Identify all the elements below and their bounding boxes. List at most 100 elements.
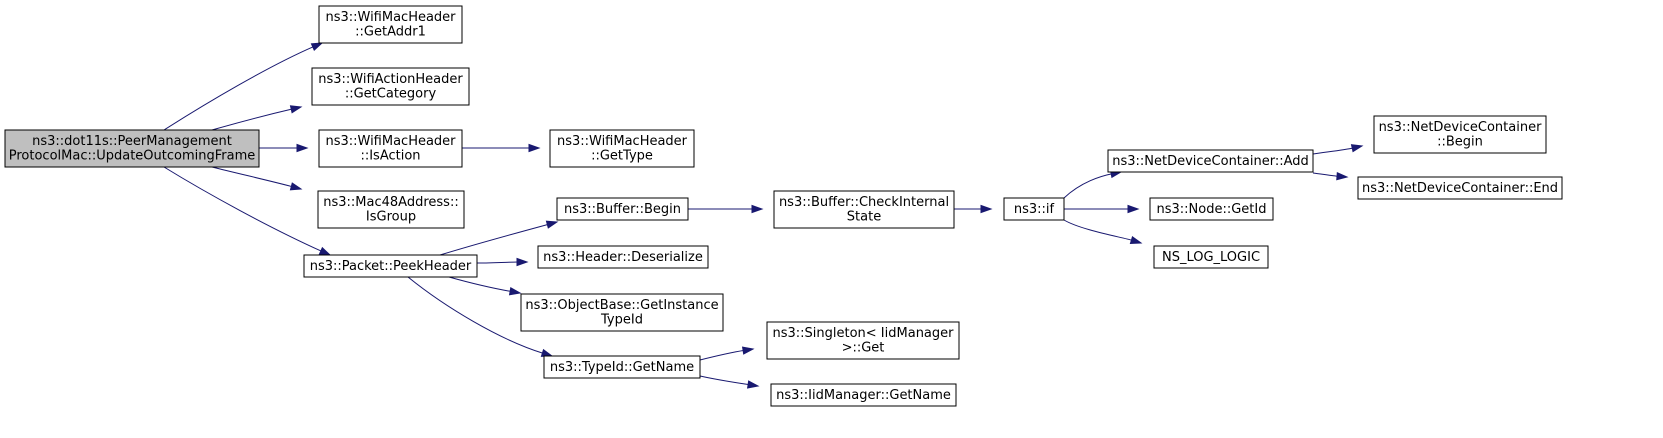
- node-box: [311, 67, 470, 106]
- node-box: [318, 5, 463, 44]
- node-label-line: ::GetAddr1: [355, 25, 426, 40]
- function-node-typeidgetname[interactable]: ns3::TypeId::GetName: [543, 355, 701, 379]
- function-node-nslog[interactable]: NS_LOG_LOGIC: [1153, 245, 1269, 269]
- node-label-line: ::GetType: [591, 149, 653, 164]
- arrowhead: [746, 380, 760, 389]
- node-label-line: ns3::dot11s::PeerManagement: [32, 134, 232, 149]
- arrowhead: [508, 287, 522, 296]
- node-box: [537, 245, 709, 269]
- edge-line: [163, 166, 322, 252]
- node-label-line: ns3::Mac48Address::: [323, 195, 458, 210]
- node-label-line: ns3::NetDeviceContainer::End: [1362, 181, 1558, 196]
- node-label-line: ns3::ObjectBase::GetInstance: [525, 298, 718, 313]
- edges-layer: [163, 42, 1364, 389]
- edge-if-to-nslog: [1063, 219, 1143, 245]
- edge-line: [163, 46, 314, 131]
- arrowhead: [545, 220, 559, 229]
- arrowhead: [1336, 172, 1349, 181]
- edge-line: [448, 276, 512, 292]
- arrowhead: [1129, 235, 1143, 245]
- node-label-line: ProtocolMac::UpdateOutcomingFrame: [9, 149, 256, 164]
- edge-typeidgetname-to-iidgetname: [699, 375, 760, 389]
- node-label-line: ns3::IidManager::GetName: [776, 388, 951, 403]
- node-box: [549, 129, 695, 168]
- edge-line: [1312, 147, 1354, 155]
- node-label-line: ns3::Node::GetId: [1157, 202, 1267, 217]
- function-node-gettype[interactable]: ns3::WifiMacHeader::GetType: [549, 129, 695, 168]
- function-node-iidgetname[interactable]: ns3::IidManager::GetName: [770, 383, 957, 407]
- node-label-line: ns3::if: [1014, 202, 1055, 217]
- function-node-peekheader[interactable]: ns3::Packet::PeekHeader: [303, 254, 478, 278]
- function-node-isaction[interactable]: ns3::WifiMacHeader::IsAction: [318, 129, 463, 168]
- node-label-line: State: [847, 210, 881, 225]
- function-node-bufferbegin[interactable]: ns3::Buffer::Begin: [556, 197, 689, 221]
- node-box: [766, 321, 960, 360]
- arrowhead: [516, 257, 529, 267]
- node-label-line: ns3::NetDeviceContainer: [1379, 120, 1543, 135]
- edge-root-to-peekheader: [163, 166, 332, 256]
- arrowhead: [980, 204, 993, 214]
- edge-line: [211, 108, 293, 131]
- edge-root-to-isaction: [259, 143, 309, 153]
- node-label-line: ns3::WifiMacHeader: [325, 10, 456, 25]
- edge-line: [1063, 219, 1133, 241]
- function-node-singletonget[interactable]: ns3::Singleton< IidManager>::Get: [766, 321, 960, 360]
- arrowhead: [1127, 204, 1140, 214]
- node-box: [1003, 197, 1065, 221]
- function-node-ndcadd[interactable]: ns3::NetDeviceContainer::Add: [1107, 149, 1314, 173]
- node-box: [1107, 149, 1314, 173]
- function-node-ndcbegin[interactable]: ns3::NetDeviceContainer::Begin: [1373, 115, 1547, 154]
- edge-line: [439, 223, 549, 256]
- node-box: [317, 190, 465, 229]
- node-label-line: ns3::TypeId::GetName: [550, 360, 694, 375]
- node-label-line: ns3::NetDeviceContainer::Add: [1112, 154, 1309, 169]
- node-box: [303, 254, 478, 278]
- function-node-nodegetid[interactable]: ns3::Node::GetId: [1149, 197, 1274, 221]
- function-node-deserialize[interactable]: ns3::Header::Deserialize: [537, 245, 709, 269]
- node-box: [4, 129, 260, 168]
- node-label-line: TypeId: [600, 313, 643, 328]
- arrowhead: [1350, 144, 1364, 153]
- node-box: [543, 355, 701, 379]
- edge-ndcadd-to-ndcend: [1312, 172, 1349, 181]
- arrowhead: [751, 204, 764, 214]
- node-label-line: ns3::Buffer::Begin: [564, 202, 681, 217]
- node-box: [1357, 176, 1563, 200]
- node-label-line: ::IsAction: [360, 149, 420, 164]
- node-box: [770, 383, 957, 407]
- edge-root-to-getaddr1: [163, 42, 324, 131]
- node-label-line: ns3::Header::Deserialize: [543, 250, 703, 265]
- edge-line: [1312, 172, 1339, 177]
- function-node-isgroup[interactable]: ns3::Mac48Address::IsGroup: [317, 190, 465, 229]
- function-node-if[interactable]: ns3::if: [1003, 197, 1065, 221]
- edge-peekheader-to-bufferbegin: [439, 220, 559, 256]
- edge-root-to-isgroup: [211, 166, 303, 191]
- edge-ndcadd-to-ndcbegin: [1312, 144, 1364, 155]
- node-box: [773, 190, 955, 229]
- node-label-line: ns3::WifiMacHeader: [325, 134, 456, 149]
- edge-if-to-nodegetid: [1064, 204, 1140, 214]
- edge-bufferbegin-to-checkinternal: [688, 204, 764, 214]
- root-function-node: ns3::dot11s::PeerManagementProtocolMac::…: [4, 129, 260, 168]
- node-label-line: ns3::WifiMacHeader: [557, 134, 688, 149]
- node-label-line: ns3::Packet::PeekHeader: [310, 259, 472, 274]
- edge-line: [211, 166, 293, 188]
- edge-line: [699, 375, 750, 386]
- function-node-getaddr1[interactable]: ns3::WifiMacHeader::GetAddr1: [318, 5, 463, 44]
- node-label-line: ::GetCategory: [345, 87, 437, 102]
- edge-line: [699, 349, 745, 361]
- node-box: [520, 293, 724, 332]
- function-node-ndcend[interactable]: ns3::NetDeviceContainer::End: [1357, 176, 1563, 200]
- arrowhead: [289, 182, 303, 191]
- edge-checkinternal-to-if: [954, 204, 993, 214]
- node-box: [1149, 197, 1274, 221]
- edge-root-to-getcategory: [211, 105, 303, 131]
- function-node-getcategory[interactable]: ns3::WifiActionHeader::GetCategory: [311, 67, 470, 106]
- node-box: [556, 197, 689, 221]
- node-box: [1153, 245, 1269, 269]
- arrowhead: [528, 143, 541, 153]
- node-label-line: ns3::WifiActionHeader: [318, 72, 463, 87]
